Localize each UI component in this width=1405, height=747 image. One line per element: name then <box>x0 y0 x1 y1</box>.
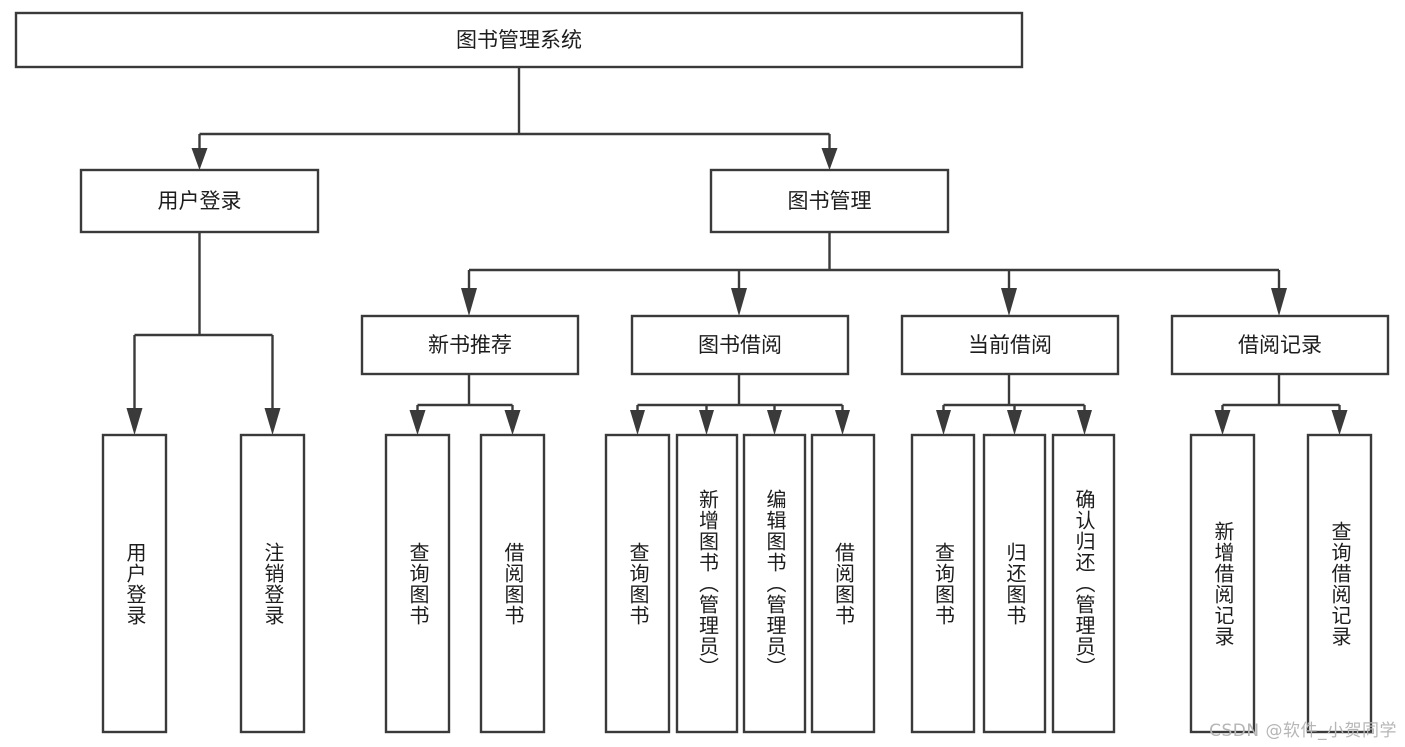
leaf-node-rect[interactable] <box>675 433 739 734</box>
arrow-head-userlogin-2 <box>264 408 281 435</box>
leaf-node[interactable] <box>742 433 807 734</box>
arrow-head-level3-1 <box>461 288 477 316</box>
watermark-text: CSDN @软件_小贺同学 <box>1209 721 1397 741</box>
node-new-book-recommend-rect[interactable] <box>360 314 580 376</box>
node-book-borrow-label: 图书借阅 <box>698 333 782 357</box>
arrow-head-bookborrow-4 <box>835 410 850 435</box>
arrow-head-currentborrow-1 <box>936 410 951 435</box>
leaf-node-rect[interactable] <box>1051 433 1116 734</box>
leaf-node[interactable] <box>910 433 976 734</box>
node-root-label: 图书管理系统 <box>456 28 582 52</box>
connector-bookborrow-to-leaves <box>630 374 850 435</box>
node-current-borrow-rect[interactable] <box>900 314 1120 376</box>
arrow-head-bookborrow-1 <box>630 410 645 435</box>
node-user-login-label: 用户登录 <box>158 189 242 213</box>
arrow-head-bookborrow-2 <box>699 410 714 435</box>
leaf-node[interactable] <box>479 433 546 734</box>
connector-root-to-level2 <box>191 67 838 170</box>
leaf-node[interactable] <box>1051 433 1116 734</box>
node-borrow-record-label: 借阅记录 <box>1238 333 1322 357</box>
connector-bookmgmt-to-level3 <box>461 232 1287 316</box>
leaf-node-rect[interactable] <box>384 433 451 734</box>
leaf-node[interactable] <box>604 433 671 734</box>
node-book-management-label: 图书管理 <box>788 189 872 213</box>
arrow-head-borrowrecord-1 <box>1214 410 1231 435</box>
arrow-head-bookborrow-3 <box>767 410 782 435</box>
node-user-login[interactable]: 用户登录 <box>79 168 320 234</box>
arrow-head-level2-1 <box>191 148 208 170</box>
node-book-management[interactable]: 图书管理 <box>709 168 950 234</box>
node-borrow-record[interactable]: 借阅记录 <box>1170 314 1390 376</box>
leaf-node[interactable] <box>101 433 168 734</box>
leaf-node-rect[interactable] <box>1306 433 1373 734</box>
leaf-node[interactable] <box>239 433 306 734</box>
leaf-node[interactable] <box>982 433 1047 734</box>
arrow-head-newbook-2 <box>504 410 521 435</box>
leaf-node-rect[interactable] <box>810 433 876 734</box>
node-book-borrow-rect[interactable] <box>630 314 850 376</box>
arrow-head-level3-2 <box>731 288 747 316</box>
node-borrow-record-rect[interactable] <box>1170 314 1390 376</box>
arrow-head-currentborrow-3 <box>1077 410 1092 435</box>
arrow-head-borrowrecord-2 <box>1331 410 1348 435</box>
arrow-head-level2-2 <box>821 148 838 170</box>
node-book-management-rect[interactable] <box>709 168 950 234</box>
arrow-head-newbook-1 <box>409 410 426 435</box>
arrow-head-level3-3 <box>1001 288 1017 316</box>
node-new-book-recommend-label: 新书推荐 <box>428 333 512 357</box>
leaf-node[interactable] <box>384 433 451 734</box>
leaf-node[interactable] <box>1189 433 1256 734</box>
leaf-node-rect[interactable] <box>1189 433 1256 734</box>
leaf-node[interactable] <box>1306 433 1373 734</box>
leaf-node-rect[interactable] <box>604 433 671 734</box>
node-current-borrow[interactable]: 当前借阅 <box>900 314 1120 376</box>
arrow-head-level3-4 <box>1271 288 1287 316</box>
connector-newbook-to-leaves <box>409 374 521 435</box>
leaf-node[interactable] <box>675 433 739 734</box>
leaf-node-rect[interactable] <box>982 433 1047 734</box>
node-current-borrow-label: 当前借阅 <box>968 333 1052 357</box>
node-root[interactable]: 图书管理系统 <box>14 11 1024 69</box>
connector-userlogin-to-leaves <box>126 232 281 435</box>
leaf-node-rect[interactable] <box>479 433 546 734</box>
arrow-head-currentborrow-2 <box>1007 410 1022 435</box>
leaf-node-rect[interactable] <box>910 433 976 734</box>
arrow-head-userlogin-1 <box>126 408 143 435</box>
connector-currentborrow-to-leaves <box>936 374 1092 435</box>
leaf-node[interactable] <box>810 433 876 734</box>
node-new-book-recommend[interactable]: 新书推荐 <box>360 314 580 376</box>
leaf-node-rect[interactable] <box>239 433 306 734</box>
leaf-node-group <box>101 433 1373 734</box>
node-book-borrow[interactable]: 图书借阅 <box>630 314 850 376</box>
leaf-node-rect[interactable] <box>101 433 168 734</box>
leaf-node-rect[interactable] <box>742 433 807 734</box>
node-root-rect[interactable] <box>14 11 1024 69</box>
connector-borrowrecord-to-leaves <box>1214 374 1348 435</box>
